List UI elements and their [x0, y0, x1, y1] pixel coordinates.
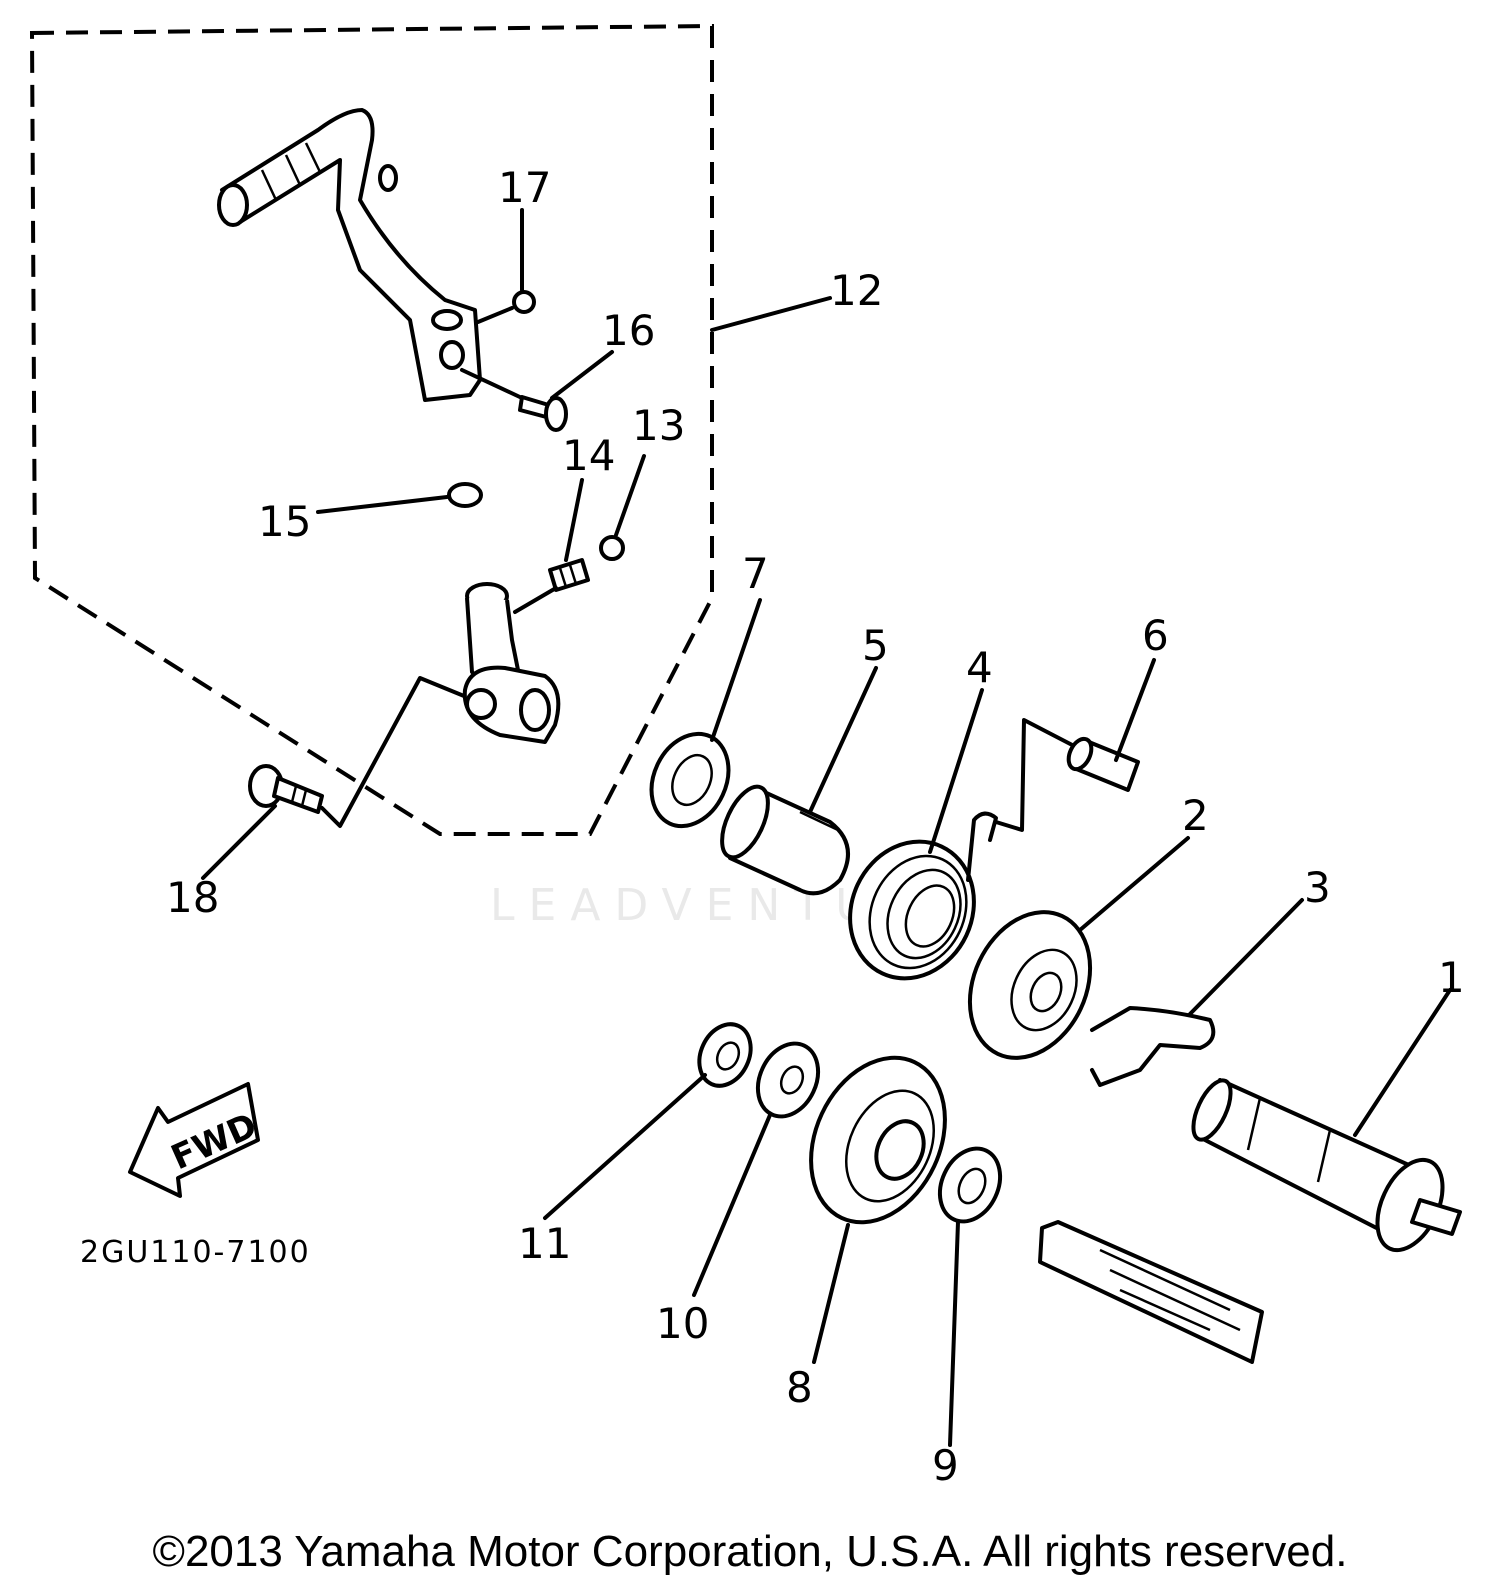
part-2-kick-gear: [967, 910, 1093, 1060]
kick-lever: [217, 108, 482, 402]
leader-6: [1114, 658, 1156, 762]
part-1-kick-axle: [1191, 1078, 1462, 1253]
leader-4: [928, 688, 984, 854]
part-14-spring: [548, 558, 590, 592]
leader-5: [808, 666, 878, 814]
copyright-footer: ©2013 Yamaha Motor Corporation, U.S.A. A…: [152, 1527, 1348, 1576]
fwd-arrow-icon: FWD: [128, 1082, 263, 1198]
leader-18: [201, 804, 277, 880]
leader-12: [710, 296, 832, 332]
part-10-washer: [755, 1041, 821, 1119]
part-18-bolt: [248, 764, 324, 814]
callout-9: 9: [932, 1441, 959, 1490]
callout-4: 4: [966, 643, 993, 692]
leader-10: [692, 1113, 772, 1297]
leader-1: [1353, 988, 1452, 1137]
part-5-spring-guide: [720, 784, 850, 896]
part-6-pin: [1066, 736, 1140, 792]
part-7-washer: [649, 731, 731, 829]
callout-5: 5: [862, 621, 889, 670]
callout-6: 6: [1142, 611, 1169, 660]
callout-15: 15: [258, 497, 311, 546]
callout-10: 10: [656, 1299, 709, 1348]
part-13-ball: [599, 535, 625, 561]
leader-13: [614, 454, 646, 537]
callout-14: 14: [562, 431, 615, 480]
part-3-clip: [1090, 1006, 1216, 1087]
callout-11: 11: [518, 1219, 571, 1268]
callout-7: 7: [742, 549, 769, 598]
part-15-clip: [447, 482, 483, 508]
shaft-reference: [1038, 1220, 1264, 1364]
part-4-torsion-spring: [848, 811, 998, 981]
part-9-washer: [937, 1146, 1003, 1224]
leader-7: [710, 598, 762, 742]
assembly-boundary: [29, 23, 714, 836]
part-8-idle-gear: [809, 1055, 947, 1225]
leader-11: [543, 1073, 707, 1220]
callout-12: 12: [830, 266, 883, 315]
leader-14: [564, 478, 584, 562]
callout-1: 1: [1438, 953, 1465, 1002]
kick-boss: [462, 582, 561, 744]
callout-17: 17: [498, 163, 551, 212]
leader-9: [948, 1220, 960, 1447]
part-16-bolt: [518, 395, 568, 432]
leader-3: [1188, 898, 1304, 1016]
leader-2: [1078, 836, 1190, 932]
callout-13: 13: [632, 401, 685, 450]
part-17-ball: [512, 290, 536, 314]
callout-3: 3: [1304, 863, 1331, 912]
diagram-code: 2GU110-7100: [80, 1235, 311, 1270]
callout-8: 8: [786, 1363, 813, 1412]
leader-15: [316, 495, 449, 514]
leader-16: [550, 350, 614, 400]
leader-8: [812, 1223, 850, 1364]
part-11-circlip: [697, 1022, 753, 1088]
callout-16: 16: [602, 306, 655, 355]
callout-2: 2: [1182, 791, 1209, 840]
callout-18: 18: [166, 873, 219, 922]
